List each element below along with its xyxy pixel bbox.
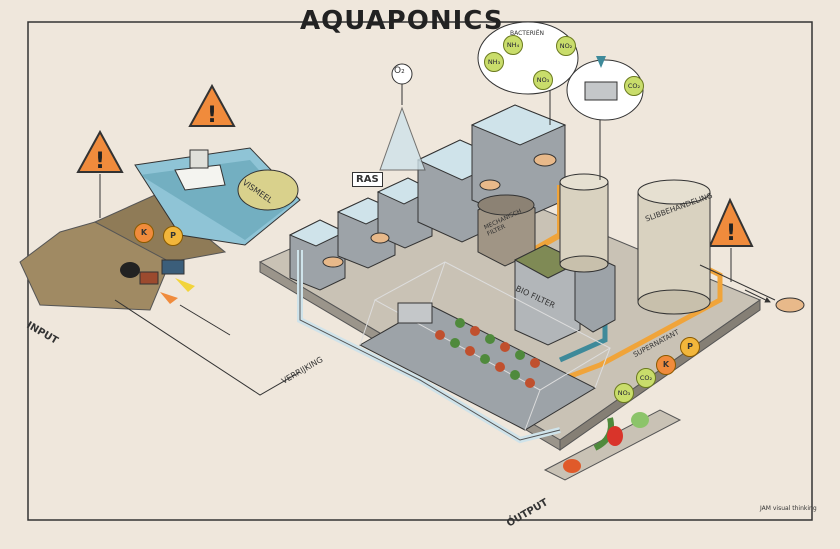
mechanisch-filter xyxy=(477,194,536,267)
svg-text:!: ! xyxy=(95,149,105,174)
slibbehandeling-tank xyxy=(637,179,711,315)
no2-bubble: NO₂ xyxy=(556,36,576,56)
verrijking-line xyxy=(114,299,301,396)
bacterien-label: BACTERIËN xyxy=(510,30,544,37)
o2-label: O₂ xyxy=(394,66,405,76)
page-title: AQUAPONICS xyxy=(300,6,504,36)
fish-icon xyxy=(322,256,344,268)
co2-output-bubble: CO₂ xyxy=(636,368,656,388)
warning-icon: ! xyxy=(188,83,236,128)
fish-icon xyxy=(533,153,557,167)
tall-cylinder xyxy=(559,173,609,273)
p-nutrient-icon: P xyxy=(163,226,183,246)
fish-icon xyxy=(479,179,501,191)
k-output-icon: K xyxy=(656,355,676,375)
co2-bubble: CO₂ xyxy=(624,76,644,96)
greenhouse xyxy=(358,261,612,431)
vismeel-sack xyxy=(237,169,299,211)
nh4-bubble: NH₄ xyxy=(503,35,523,55)
no3-bubble: NO₃ xyxy=(533,70,553,90)
oxygen-bubble xyxy=(391,63,413,85)
credit-label: JAM visual thinking xyxy=(760,505,817,512)
p-output-icon: P xyxy=(680,337,700,357)
k-nutrient-icon: K xyxy=(134,223,154,243)
greenhouse-tank xyxy=(397,302,433,324)
nh3-bubble: NH₃ xyxy=(484,52,504,72)
bio-filter xyxy=(513,244,616,346)
fish-icon xyxy=(370,232,390,244)
svg-text:!: ! xyxy=(726,221,736,246)
fish-output-icon xyxy=(775,297,805,313)
warning-icon: ! xyxy=(708,197,754,282)
svg-text:!: ! xyxy=(207,103,217,128)
plant-rows xyxy=(435,318,540,388)
warning-icon: ! xyxy=(76,129,124,218)
no3-output-bubble: NO₃ xyxy=(614,383,634,403)
output-vegetables xyxy=(543,409,682,481)
ras-label: RAS xyxy=(352,172,383,187)
oxygen-cone xyxy=(379,106,426,171)
